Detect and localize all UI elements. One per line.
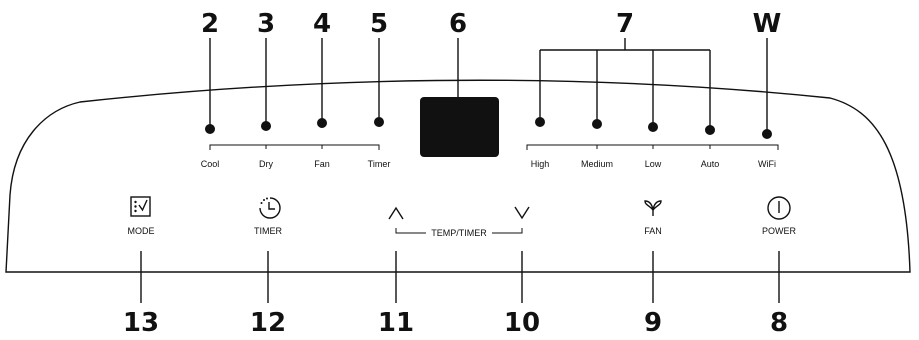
mode-button[interactable]: MODE [128, 196, 155, 236]
bracket-7 [539, 38, 711, 126]
callout-10: 10 [504, 308, 540, 338]
callout-w: W [753, 9, 782, 39]
callout-3: 3 [257, 9, 275, 39]
callout-11: 11 [378, 308, 414, 338]
indicator-dot-fan [317, 118, 327, 128]
mode-button-label: MODE [128, 226, 155, 236]
callout-13: 13 [123, 308, 159, 338]
callout-6: 6 [449, 9, 467, 39]
callout-12: 12 [250, 308, 286, 338]
indicator-dot-medium [592, 119, 602, 129]
callout-9: 9 [644, 308, 662, 338]
indicator-dot-high [535, 117, 545, 127]
indicator-label-low: Low [645, 159, 662, 169]
mode-group-bracket [209, 144, 380, 150]
temp-down-button[interactable] [514, 206, 530, 220]
up-arrow-icon [388, 206, 404, 220]
temp-timer-bracket [395, 228, 523, 234]
indicator-dot-dry [261, 121, 271, 131]
fan-button[interactable]: FAN [644, 200, 662, 236]
display-screen [420, 97, 499, 157]
callout-7: 7 [616, 9, 634, 39]
fan-icon [644, 200, 662, 216]
timer-button-label: TIMER [254, 226, 282, 236]
indicator-dot-cool [205, 124, 215, 134]
power-button-label: POWER [762, 226, 797, 236]
temp-timer-label: TEMP/TIMER [431, 228, 487, 238]
indicator-dot-wifi [762, 129, 772, 139]
callout-5: 5 [370, 9, 388, 39]
callout-2: 2 [201, 9, 219, 39]
indicator-label-fan: Fan [314, 159, 330, 169]
panel-outline [5, 79, 911, 273]
indicator-label-cool: Cool [201, 159, 220, 169]
callout-4: 4 [313, 9, 331, 39]
callout-8: 8 [770, 308, 788, 338]
indicator-label-dry: Dry [259, 159, 273, 169]
mode-icon [130, 196, 151, 217]
power-icon [767, 196, 791, 220]
indicator-label-medium: Medium [581, 159, 613, 169]
down-arrow-icon [514, 206, 530, 220]
indicator-dot-low [648, 122, 658, 132]
power-button[interactable]: POWER [762, 196, 797, 236]
indicator-label-high: High [531, 159, 550, 169]
indicator-label-auto: Auto [701, 159, 720, 169]
timer-icon [259, 197, 281, 219]
indicator-dot-timer [374, 117, 384, 127]
indicator-dot-auto [705, 125, 715, 135]
indicator-label-wifi: WiFi [758, 159, 776, 169]
timer-button[interactable]: TIMER [254, 197, 282, 237]
temp-up-button[interactable] [388, 206, 404, 220]
fan-button-label: FAN [644, 226, 662, 236]
indicator-label-timer: Timer [368, 159, 391, 169]
fan-group-bracket [526, 144, 779, 150]
